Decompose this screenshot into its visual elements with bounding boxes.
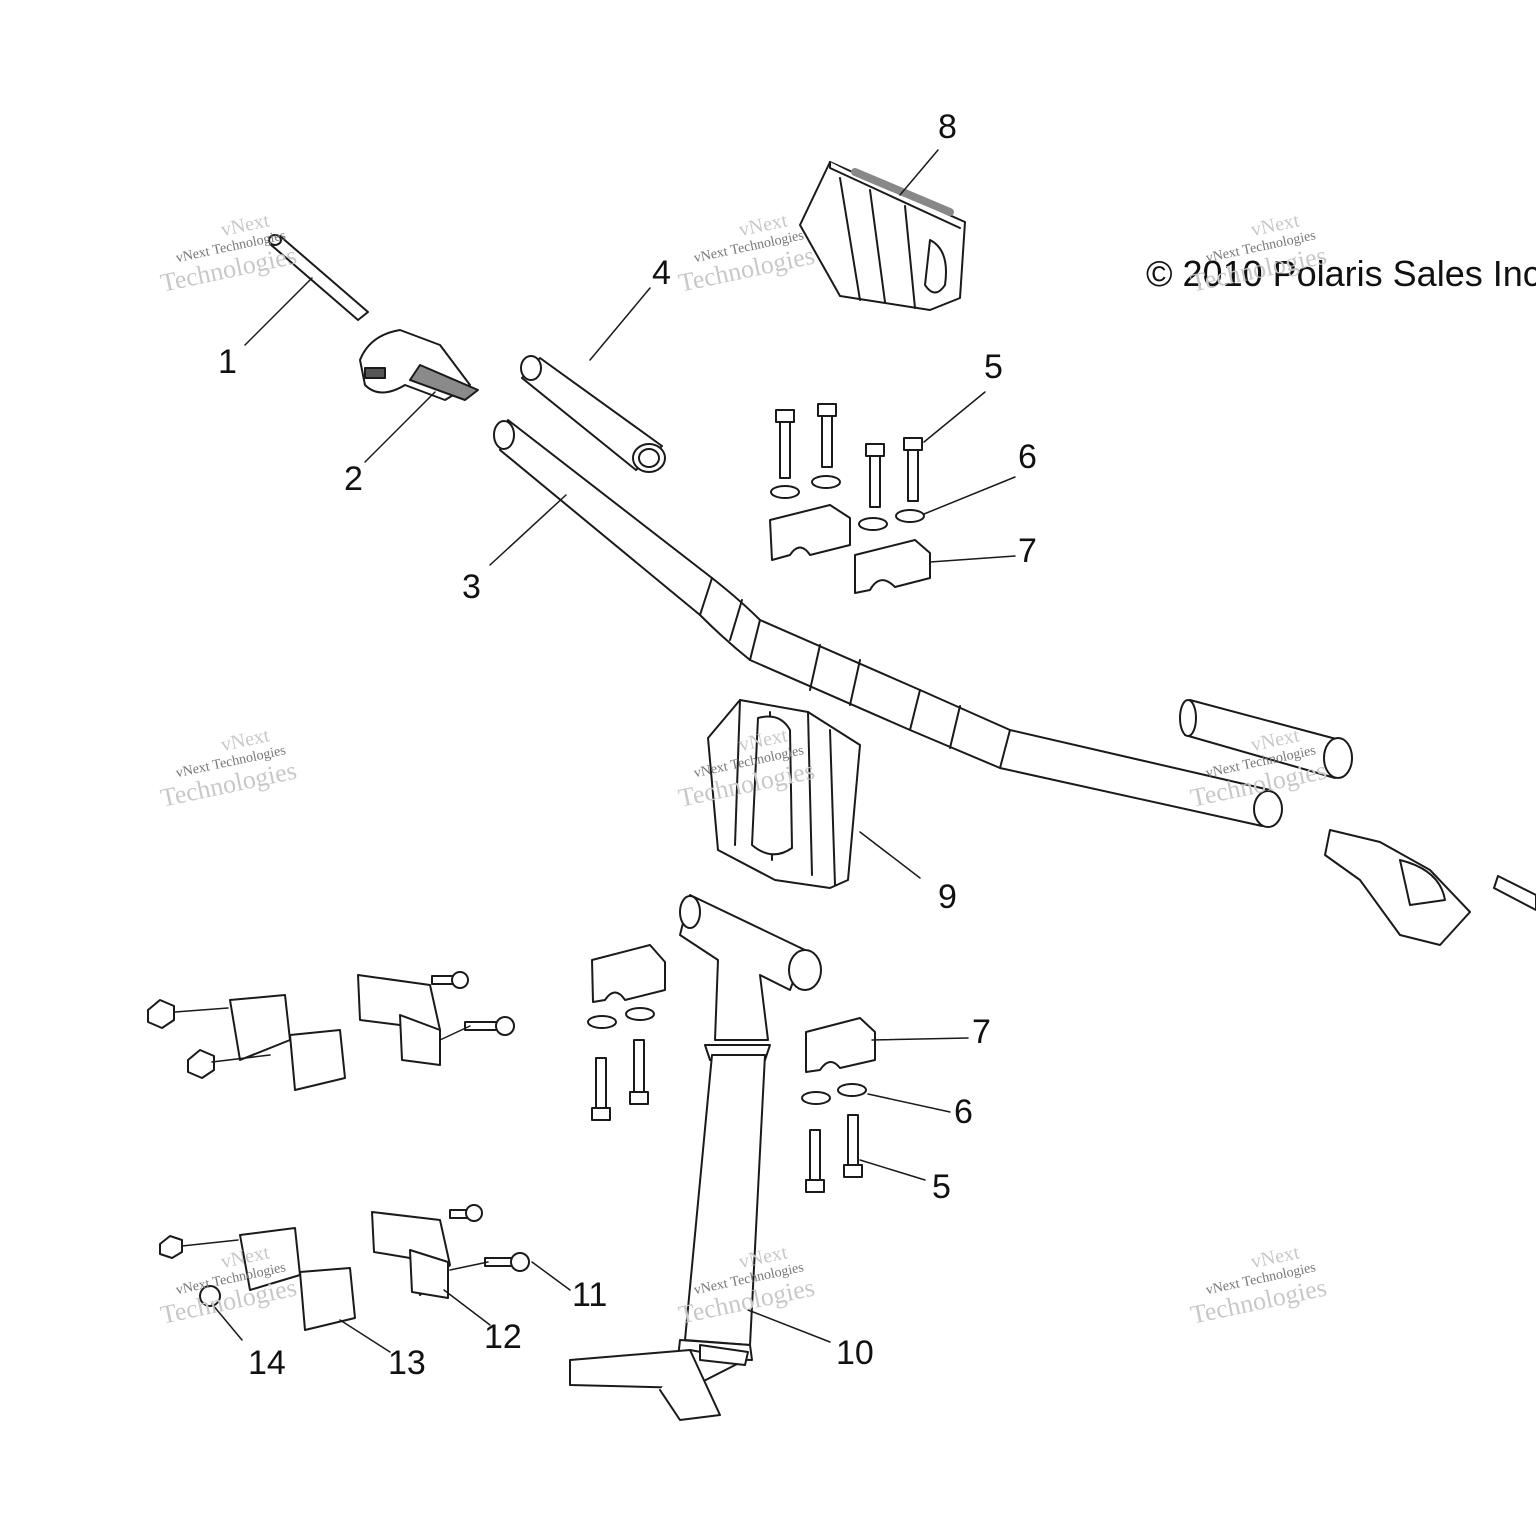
callout-5-upper: 5 [984,348,1003,386]
callout-6-lower: 6 [954,1093,973,1131]
callout-2: 2 [344,460,363,498]
callout-13: 13 [388,1344,426,1382]
part-1-pin [268,234,369,321]
part-9-column-pad [707,699,861,889]
callout-5-lower: 5 [932,1168,951,1206]
callout-6-upper: 6 [1018,438,1037,476]
callout-8: 8 [938,108,957,146]
callout-4: 4 [652,254,671,292]
part-8-handlebar-pad [799,161,966,311]
part-3-handlebar [493,419,1283,828]
upper-clamp-hardware [769,403,931,594]
lower-clamp-hardware [587,944,876,1193]
callout-14: 14 [248,1344,286,1382]
lower-left-mount-clamps [159,1204,530,1331]
part-4-short-tube [520,355,666,473]
callout-12: 12 [484,1318,522,1356]
right-grip-assembly [1179,699,1536,946]
part-2-grip-end [359,329,479,401]
callout-1: 1 [218,343,237,381]
leader-lines [174,149,1016,1353]
callout-7-lower: 7 [972,1013,991,1051]
upper-left-mount-clamps [147,971,515,1091]
callout-9: 9 [938,878,957,916]
part-10-steering-post [569,894,822,1421]
callout-10: 10 [836,1334,874,1372]
callout-3: 3 [462,568,481,606]
callout-7-upper: 7 [1018,532,1037,570]
callout-11: 11 [572,1276,608,1314]
copyright-notice: © 2010 Polaris Sales Inc [1146,253,1536,294]
